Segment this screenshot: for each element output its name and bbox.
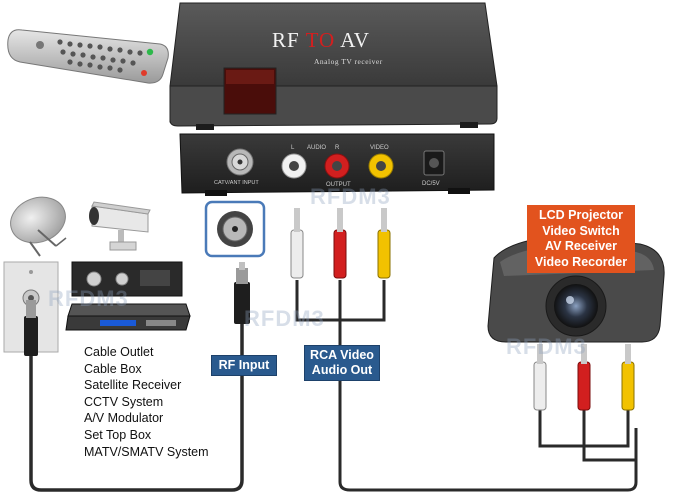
watermark-2: RFDM3 <box>48 286 129 311</box>
source-list: Cable Outlet Cable Box Satellite Receive… <box>84 344 209 460</box>
source-item: Set Top Box <box>84 427 152 442</box>
cable-box-icon <box>71 261 183 297</box>
watermark-1: RFDM3 <box>310 184 391 209</box>
source-item: CCTV System <box>84 394 164 409</box>
rf-to-av-converter-front <box>169 2 498 130</box>
port-label-right: R <box>335 145 340 151</box>
port-label-left: L <box>291 145 295 151</box>
source-item: A/V Modulator <box>84 411 164 426</box>
source-item: Cable Outlet <box>84 345 154 359</box>
port-label-video: VIDEO <box>370 145 389 151</box>
watermark-4: RFDM3 <box>506 334 587 359</box>
rca-label-line2: Audio Out <box>311 363 373 377</box>
source-item: Satellite Receiver <box>84 378 182 393</box>
port-label-power: DC/5V <box>422 181 440 187</box>
rca-output-label: RCA Video Audio Out <box>304 345 380 381</box>
rca-cable-to-projector <box>533 344 638 462</box>
rf-input-label-text: RF Input <box>218 358 270 372</box>
destination-item: Video Switch <box>542 223 620 238</box>
device-subtitle: Analog TV receiver <box>314 57 383 66</box>
remote-control <box>7 29 169 84</box>
destination-item: Video Recorder <box>534 254 628 269</box>
brand-to: TO <box>305 28 336 52</box>
rca-label-line1: RCA Video <box>310 348 374 362</box>
set-top-box-icon <box>65 303 191 331</box>
port-label-rf-input: CATV/ANT INPUT <box>214 180 259 186</box>
rca-cable-from-device <box>290 208 638 492</box>
source-item: MATV/SMATV System <box>84 444 209 459</box>
brand-av: AV <box>340 28 370 52</box>
port-label-output: OUTPUT <box>326 182 351 188</box>
rf-coax-cable <box>24 262 250 492</box>
rf-to-av-converter-back <box>179 133 495 196</box>
source-item: Cable Box <box>84 361 142 376</box>
watermark-3: RFDM3 <box>244 306 325 331</box>
satellite-dish-icon <box>10 196 67 257</box>
rf-connector-zoom-icon <box>204 200 266 258</box>
brand-rf: RF <box>272 28 300 52</box>
rf-input-label: RF Input <box>211 355 277 376</box>
destination-list: LCD Projector Video Switch AV Receiver V… <box>527 205 635 273</box>
destination-item: LCD Projector <box>538 208 624 222</box>
cctv-camera-icon <box>89 201 151 251</box>
destination-item: AV Receiver <box>544 239 618 253</box>
device-brand-title: RF TO AV <box>272 28 370 53</box>
port-label-audio: AUDIO <box>307 145 327 151</box>
